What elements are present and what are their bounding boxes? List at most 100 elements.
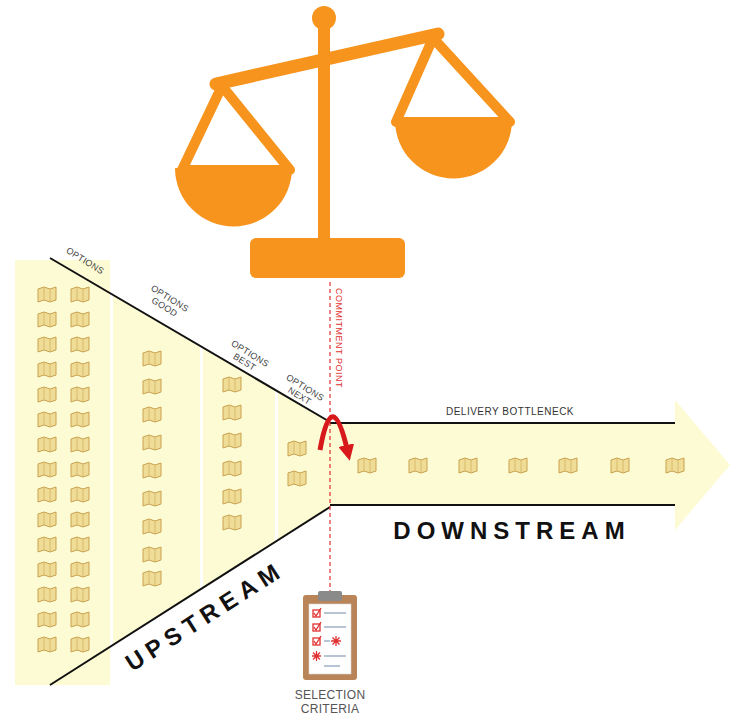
- option-card: [38, 287, 56, 302]
- option-card: [38, 462, 56, 477]
- option-card: [223, 433, 241, 448]
- option-card: [71, 587, 89, 602]
- check-mark: [314, 622, 321, 630]
- option-card: [223, 489, 241, 504]
- option-card: [71, 487, 89, 502]
- option-cards: [38, 287, 684, 652]
- option-column: OPTIONS NEXT: [278, 240, 330, 690]
- option-column: OPTIONS: [15, 240, 110, 690]
- option-card: [71, 412, 89, 427]
- option-card: [143, 407, 161, 422]
- funnel-edge: [50, 507, 330, 685]
- clipboard-board: [303, 595, 357, 680]
- option-card: [71, 337, 89, 352]
- text-line: [324, 626, 346, 628]
- option-card: [223, 461, 241, 476]
- check-box: [313, 638, 320, 645]
- upstream-funnel: UPSTREAMOPTIONSOPTIONS GOODOPTIONS BESTO…: [15, 240, 335, 690]
- option-card: [288, 471, 306, 486]
- option-column: OPTIONS GOOD: [113, 240, 200, 690]
- option-card: [38, 312, 56, 327]
- option-card: [223, 405, 241, 420]
- pipe-label: DELIVERY BOTTLENECK: [390, 406, 630, 418]
- option-card: [143, 351, 161, 366]
- option-card: [71, 612, 89, 627]
- option-card: [38, 637, 56, 652]
- check-mark: [314, 608, 321, 616]
- option-card: [38, 512, 56, 527]
- scale-pan: [395, 120, 512, 179]
- option-card: [71, 462, 89, 477]
- pipe-arrowhead: [675, 400, 730, 530]
- option-card: [71, 512, 89, 527]
- check-box: [313, 624, 320, 631]
- check-marks: [312, 608, 341, 661]
- pipe-edge: [330, 422, 675, 424]
- star-mark: [312, 651, 321, 661]
- column-fill: [278, 392, 330, 540]
- scale-hanger: [396, 38, 510, 122]
- option-card: [143, 491, 161, 506]
- option-card: [38, 437, 56, 452]
- option-card: [71, 312, 89, 327]
- option-card: [38, 612, 56, 627]
- star-mark: [331, 636, 341, 646]
- option-card: [358, 458, 376, 473]
- option-card: [509, 458, 527, 473]
- option-card: [611, 458, 629, 473]
- text-line: [324, 655, 346, 657]
- option-card: [666, 458, 684, 473]
- delivery-pipe: DELIVERY BOTTLENECK DOWNSTREAM: [330, 398, 730, 558]
- option-card: [38, 562, 56, 577]
- commit-arrow: [320, 417, 348, 453]
- option-card: [288, 441, 306, 456]
- option-card: [71, 537, 89, 552]
- option-card: [143, 435, 161, 450]
- clipboard-icon: [303, 591, 357, 680]
- column-fill: [113, 295, 200, 645]
- shape-outline: [203, 240, 275, 690]
- option-card: [38, 487, 56, 502]
- scale-hanger: [182, 86, 290, 170]
- pipe-edge: [330, 504, 675, 506]
- balance-scale: [175, 6, 512, 278]
- option-card: [71, 637, 89, 652]
- clipboard-paper: [309, 604, 351, 674]
- option-card: [559, 458, 577, 473]
- option-card: [223, 377, 241, 392]
- option-card: [459, 458, 477, 473]
- shape-outline: [15, 240, 110, 690]
- commitment-label: COMMITMENT POINT: [334, 278, 344, 398]
- option-card: [71, 362, 89, 377]
- column-fill: [15, 260, 110, 685]
- option-card: [143, 463, 161, 478]
- column-fill: [203, 348, 275, 588]
- option-card: [38, 337, 56, 352]
- option-card: [143, 547, 161, 562]
- funnel-edge: [50, 258, 330, 422]
- criteria-label: SELECTION CRITERIA: [285, 689, 375, 717]
- scale-base: [250, 238, 405, 278]
- check-box: [313, 610, 320, 617]
- section-title: DOWNSTREAM: [362, 517, 662, 545]
- option-card: [71, 437, 89, 452]
- option-card: [143, 379, 161, 394]
- option-card: [38, 362, 56, 377]
- option-card: [409, 458, 427, 473]
- text-line: [324, 665, 340, 667]
- option-card: [71, 287, 89, 302]
- text-lines: [324, 613, 346, 666]
- text-line: [324, 640, 330, 642]
- scale-knob: [312, 6, 336, 30]
- clipboard-clip: [318, 591, 342, 601]
- scale-pole: [318, 25, 330, 240]
- option-card: [143, 519, 161, 534]
- funnel-lines: [50, 258, 675, 685]
- option-card: [38, 537, 56, 552]
- option-card: [38, 587, 56, 602]
- option-card: [38, 387, 56, 402]
- option-card: [71, 387, 89, 402]
- scale-pan: [175, 168, 292, 227]
